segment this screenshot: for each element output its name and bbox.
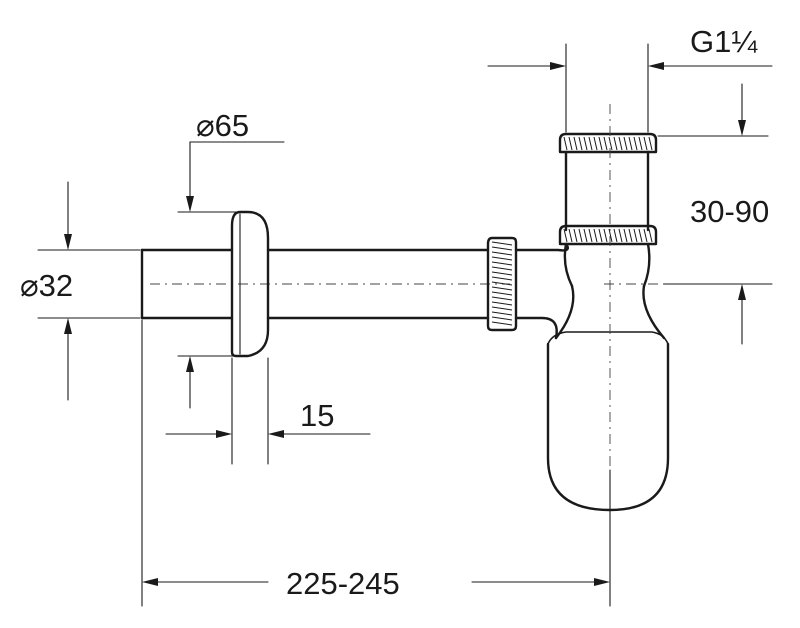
thread-label: G1¼ xyxy=(690,24,758,59)
dimension-height: 30-90 xyxy=(657,83,773,345)
dimension-rosette-diameter: ⌀65 xyxy=(177,108,285,409)
height-label: 30-90 xyxy=(690,194,769,229)
union-nut-knurl xyxy=(491,241,513,326)
pipe-diameter-label: ⌀32 xyxy=(20,268,73,303)
union-nut xyxy=(486,236,518,332)
length-label: 225-245 xyxy=(286,566,400,601)
rosette-depth-label: 15 xyxy=(300,398,334,433)
trap-body xyxy=(514,104,670,522)
top-ring-knurl xyxy=(563,136,653,151)
rosette-diameter-label: ⌀65 xyxy=(196,108,249,143)
dimension-thread: G1¼ xyxy=(487,24,773,133)
outlet-pipe xyxy=(140,248,510,320)
dimension-pipe-diameter: ⌀32 xyxy=(20,181,141,401)
dimension-length: 225-245 xyxy=(141,319,611,607)
mid-ring-knurl xyxy=(563,228,653,243)
dimension-rosette-depth: 15 xyxy=(165,357,371,465)
